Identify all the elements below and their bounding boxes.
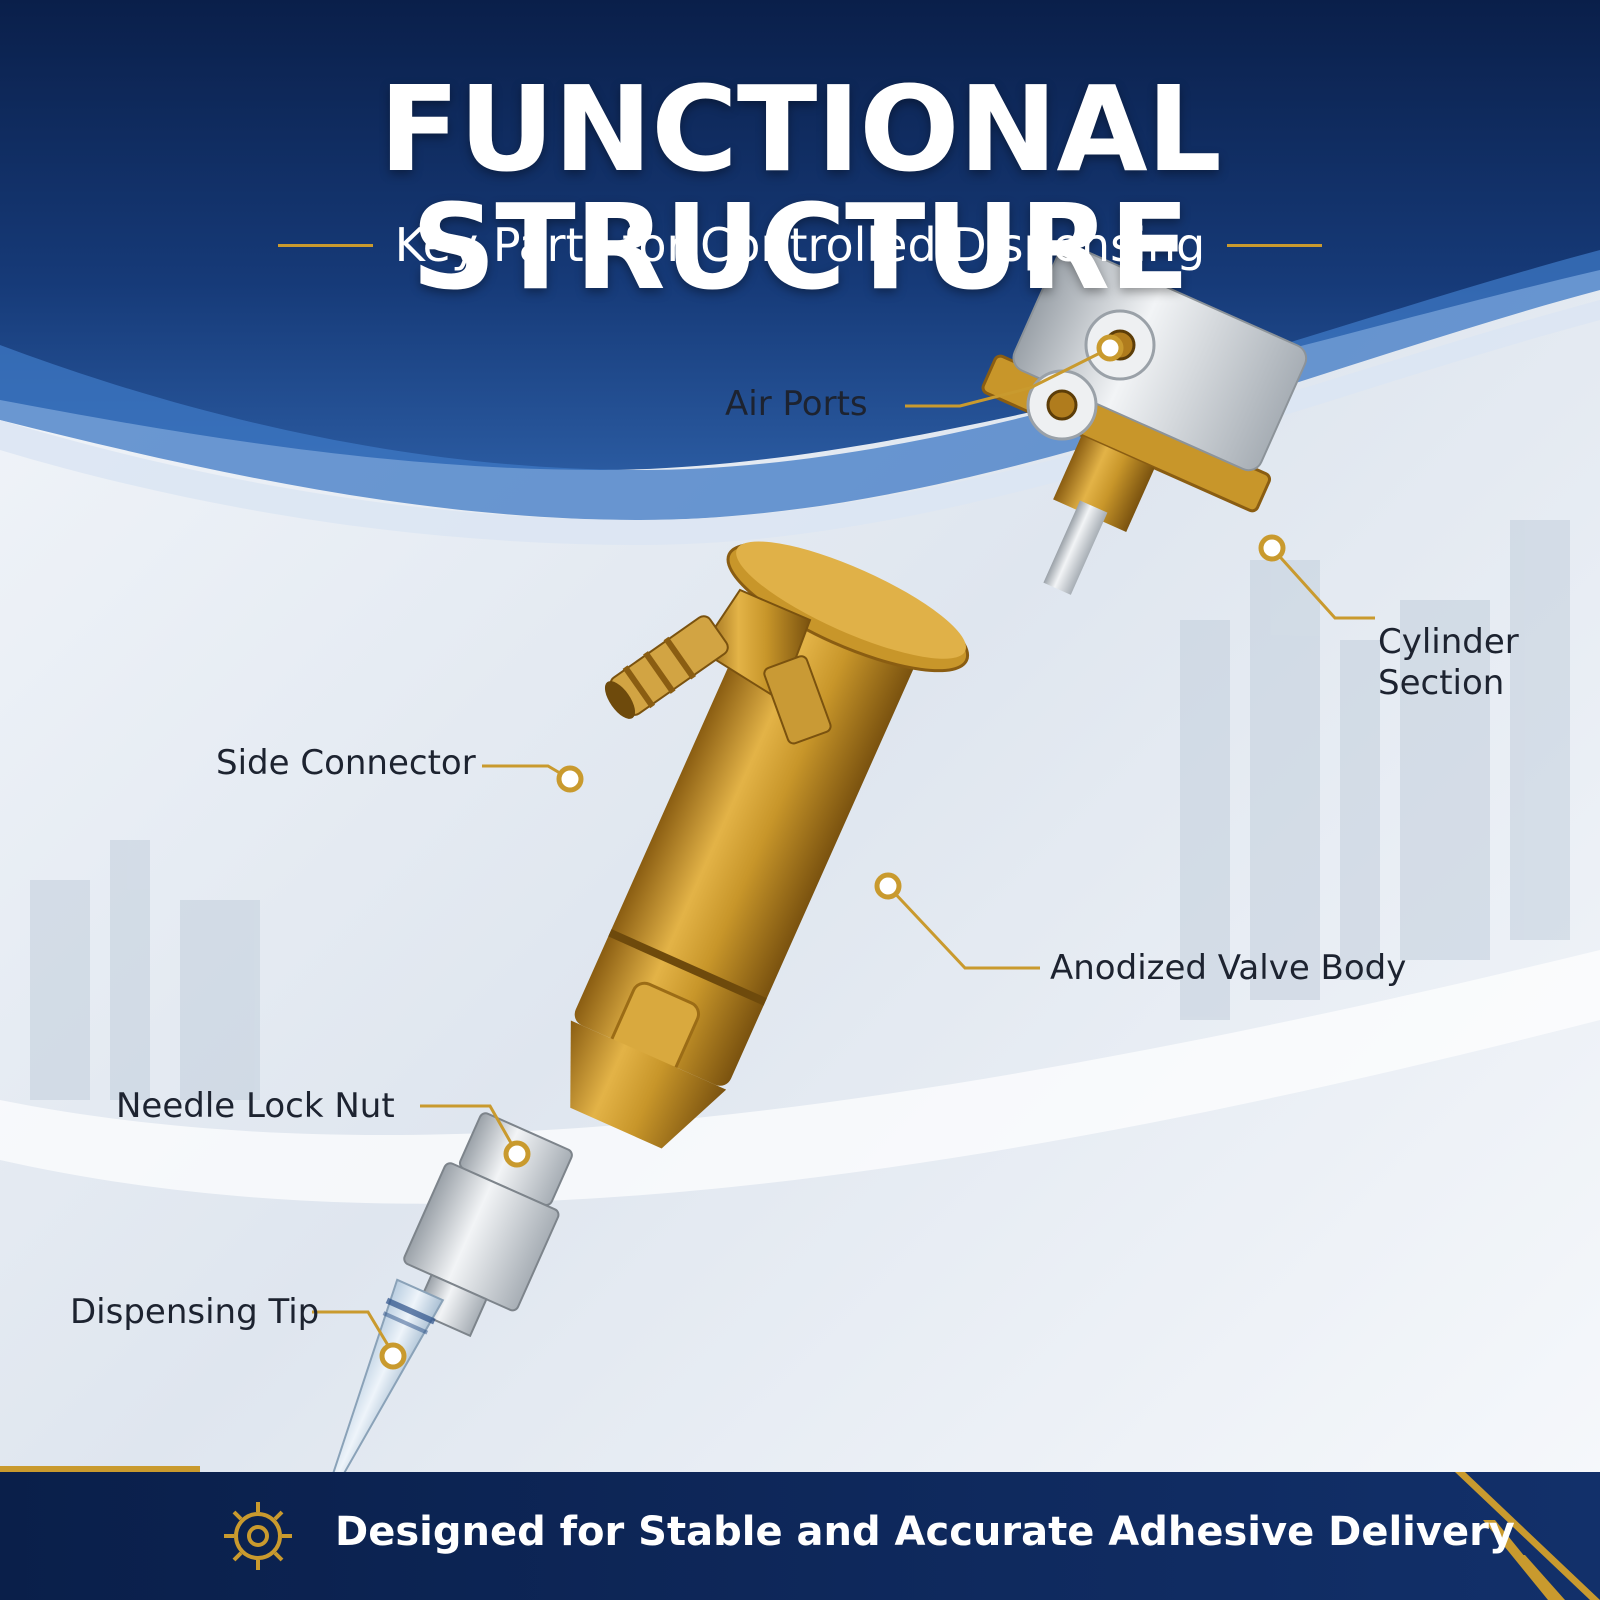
header-swoosh <box>0 250 1600 520</box>
leader-dispensing-tip <box>312 1310 394 1353</box>
subtitle-row: Key Parts for Controlled Dispensing <box>0 222 1600 268</box>
callout-valve-body: Anodized Valve Body <box>1050 948 1407 988</box>
callout-cylinder-section-line2: Section <box>1378 662 1505 703</box>
callout-air-ports: Air Ports <box>725 384 868 424</box>
page-subtitle: Key Parts for Controlled Dispensing <box>394 218 1206 272</box>
factory-background <box>30 520 1570 1100</box>
leader-needle-lock-nut <box>420 1104 517 1151</box>
callout-needle-lock-nut: Needle Lock Nut <box>116 1086 395 1126</box>
gear-icon <box>224 1502 292 1570</box>
lower-swoosh <box>0 950 1600 1204</box>
callout-cylinder-section-line1: Cylinder <box>1378 622 1519 662</box>
callout-dispensing-tip: Dispensing Tip <box>70 1292 320 1332</box>
leader-cylinder-section <box>1270 546 1375 620</box>
valve-body <box>570 541 970 1149</box>
subtitle-rule-right <box>1227 243 1323 247</box>
callout-side-connector: Side Connector <box>216 743 476 783</box>
footer-band <box>0 1466 1600 1600</box>
dispensing-valve <box>329 245 1308 1485</box>
side-connector <box>604 588 832 745</box>
page-title: FUNCTIONAL STRUCTURE <box>379 60 1222 316</box>
footer-tagline: Designed for Stable and Accurate Adhesiv… <box>335 1509 1515 1555</box>
callout-dots <box>379 334 1286 1370</box>
subtitle-rule-left <box>277 243 373 247</box>
leader-valve-body <box>886 884 1040 970</box>
leader-air-ports <box>905 346 1111 408</box>
callout-cylinder-section: Cylinder Section <box>1378 622 1519 704</box>
